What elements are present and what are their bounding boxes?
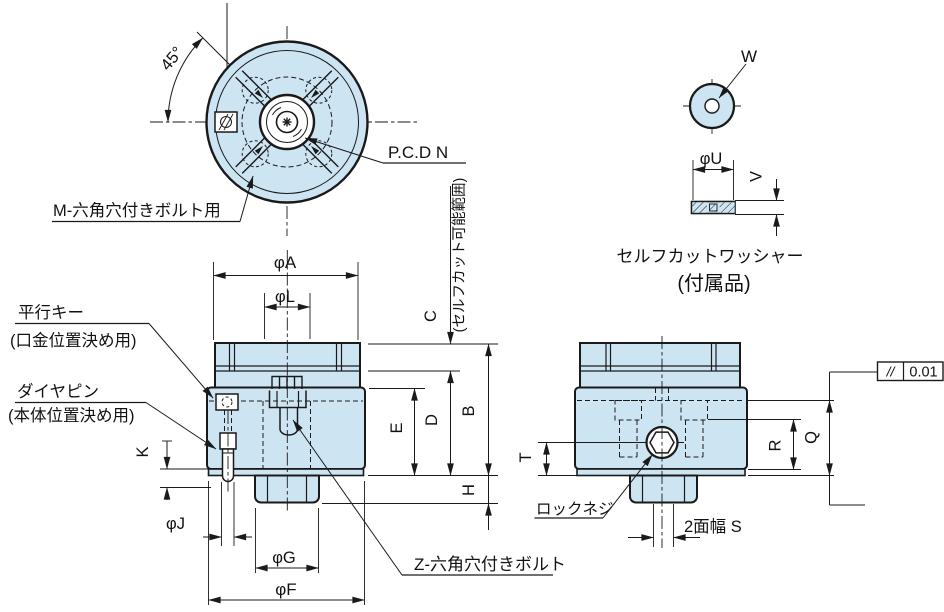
washer-view: W φU V セルフカットワッシャー (付属品) (617, 47, 804, 295)
angle-45-label: 45° (157, 43, 187, 74)
washer-hole (704, 98, 720, 114)
top-view: 45° (52, 3, 466, 236)
dim-dia-g: φG (272, 549, 296, 567)
dim-q: Q (803, 431, 821, 444)
m-bolt-label: M-六角穴付きボルト用 (53, 201, 221, 220)
washer-title: セルフカットワッシャー (617, 247, 804, 266)
washer-subtitle: (付属品) (677, 272, 750, 295)
self-cut-note: (セルフカット可能範囲) (450, 178, 468, 333)
z-bolt-leader (292, 419, 403, 576)
jaw-slots (228, 343, 343, 371)
angle-dimension-arc (164, 37, 204, 123)
z-bolt-label: Z-六角穴付きボルト (414, 555, 566, 574)
key-hidden-circle (221, 396, 233, 408)
parallel-key-sub: (口金位置決め用) (10, 331, 137, 350)
bolt-seat-circle (241, 76, 269, 104)
m-bolt-leader (239, 175, 254, 222)
pin-leader (145, 402, 217, 450)
lock-screw-label: ロックネジ (536, 500, 614, 518)
front-view: φA φL C (セルフカット可能範囲) B D E H K (8, 178, 566, 605)
cross-slots (235, 70, 339, 174)
parallelism-symbol: // (886, 364, 897, 380)
parallel-key (215, 393, 239, 411)
pcd-label: P.C.D N (388, 143, 448, 162)
diamond-pin (219, 411, 237, 492)
dim-h: H (460, 484, 478, 496)
dim-k: K (134, 446, 152, 457)
dim-dia-f: φF (275, 580, 296, 599)
pcd-leader (304, 137, 384, 164)
washer-section (690, 200, 736, 215)
parallelism-value: 0.01 (909, 365, 937, 381)
dim-t: T (517, 452, 535, 462)
washer-arcs (272, 107, 302, 137)
washer-hole-leader (718, 63, 747, 99)
dim-e: E (388, 422, 406, 433)
dim-v: V (748, 171, 766, 182)
dim-c: C (422, 310, 440, 322)
bolt-seat-circle (241, 140, 269, 168)
dim-s-label: 2面幅 S (684, 517, 742, 536)
dim-dia-a: φA (274, 253, 297, 272)
dim-dia-l: φL (275, 288, 295, 306)
serrated-key (271, 375, 303, 389)
diamond-pin-label: ダイヤピン (17, 382, 99, 401)
center-ring (266, 101, 308, 143)
dim-dia-u: φU (700, 150, 723, 168)
key-leader (148, 323, 214, 399)
parallel-key-label: 平行キー (18, 303, 84, 322)
screw-cross-icon (282, 117, 292, 127)
diamond-pin-sub: (本体位置決め用) (8, 406, 135, 425)
dim-dia-j: φJ (166, 515, 185, 533)
jaw-slots-side (605, 343, 717, 371)
bolt-seat-circle (305, 140, 333, 168)
tolerance-flag: // 0.01 (876, 361, 944, 382)
clamp-direction-arrows (254, 89, 320, 155)
dim-b: B (460, 405, 478, 416)
spigot-boss-side (629, 474, 698, 504)
dim-r: R (767, 439, 785, 451)
bolt-seat-circle (305, 76, 333, 104)
pcd-circle (241, 76, 333, 168)
hidden-counterbores (614, 400, 708, 458)
spigot-boss (254, 474, 320, 504)
key-plan (214, 111, 238, 133)
side-view: T R Q // 0.01 ロックネジ 2面幅 S (517, 336, 944, 548)
washer-hole-label: W (741, 47, 757, 66)
lock-screw-leader (602, 454, 653, 519)
dim-d: D (423, 414, 441, 426)
